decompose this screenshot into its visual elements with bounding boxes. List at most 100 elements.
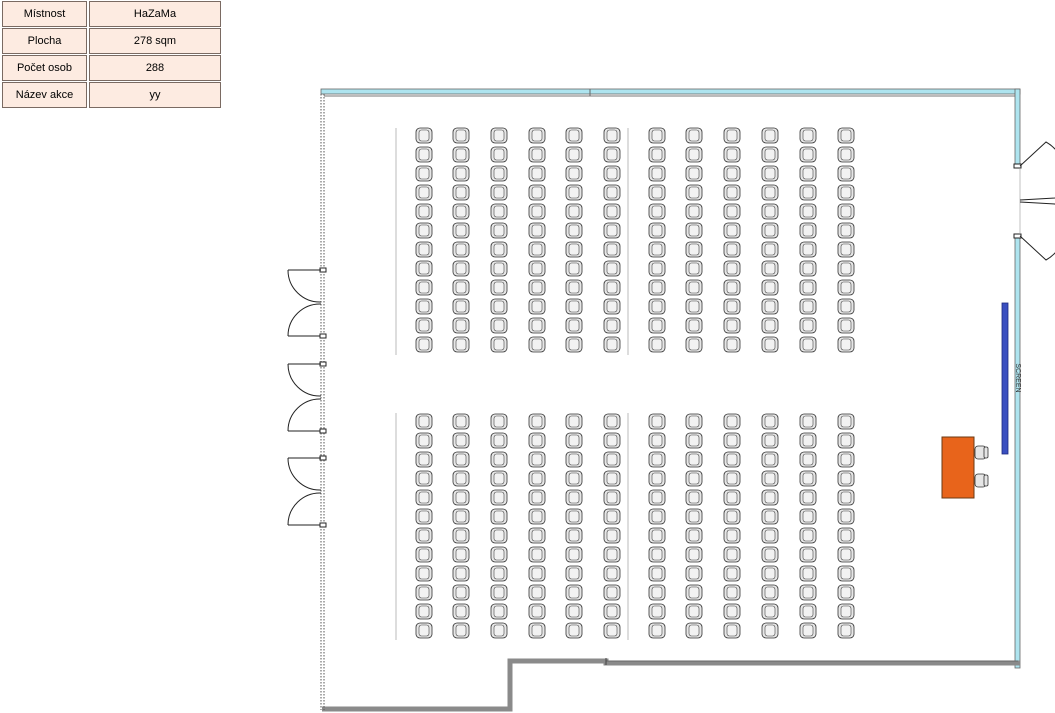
seat <box>761 203 779 220</box>
seat <box>528 565 546 582</box>
seat <box>723 546 741 563</box>
seat <box>490 432 508 449</box>
seat <box>452 622 470 639</box>
seat <box>685 603 703 620</box>
seat <box>415 470 433 487</box>
seat <box>761 184 779 201</box>
seat <box>603 184 621 201</box>
seat <box>565 432 583 449</box>
seat <box>799 146 817 163</box>
seat <box>603 260 621 277</box>
seat <box>528 508 546 525</box>
bottom-wall <box>322 658 1020 712</box>
seat <box>490 184 508 201</box>
seat <box>565 622 583 639</box>
seat <box>565 527 583 544</box>
seat <box>685 279 703 296</box>
seat <box>761 336 779 353</box>
seat <box>565 317 583 334</box>
seat <box>723 451 741 468</box>
seat <box>685 298 703 315</box>
seat <box>603 298 621 315</box>
seat <box>799 527 817 544</box>
seat <box>490 622 508 639</box>
seat <box>415 317 433 334</box>
seat <box>799 603 817 620</box>
seat <box>528 317 546 334</box>
seat <box>685 413 703 430</box>
seat <box>723 336 741 353</box>
seat <box>565 336 583 353</box>
info-value: 288 <box>89 55 221 81</box>
seat <box>648 603 666 620</box>
event-info-table: Místnost HaZaMa Plocha 278 sqm Počet oso… <box>0 0 223 109</box>
seat <box>565 489 583 506</box>
info-label: Místnost <box>2 1 87 27</box>
seat <box>415 298 433 315</box>
seat <box>648 527 666 544</box>
seat <box>837 451 855 468</box>
seat <box>603 432 621 449</box>
seat <box>452 146 470 163</box>
seat <box>761 603 779 620</box>
seat <box>837 489 855 506</box>
seat <box>415 336 433 353</box>
seat <box>761 432 779 449</box>
info-value: HaZaMa <box>89 1 221 27</box>
seat <box>799 565 817 582</box>
seat <box>723 317 741 334</box>
seat <box>565 584 583 601</box>
seat <box>837 546 855 563</box>
info-row-capacity: Počet osob 288 <box>2 55 221 81</box>
seat <box>761 546 779 563</box>
seat <box>799 489 817 506</box>
seat <box>799 584 817 601</box>
info-row-area: Plocha 278 sqm <box>2 28 221 54</box>
seat <box>415 603 433 620</box>
seat <box>603 603 621 620</box>
seat <box>761 451 779 468</box>
seat <box>799 451 817 468</box>
seat <box>452 336 470 353</box>
seat <box>603 127 621 144</box>
seat <box>528 546 546 563</box>
seat <box>799 260 817 277</box>
seat <box>490 336 508 353</box>
left-door-3 <box>287 455 327 528</box>
seat <box>837 622 855 639</box>
info-label: Počet osob <box>2 55 87 81</box>
seat <box>565 127 583 144</box>
speaker-chair <box>974 445 989 488</box>
seat <box>648 298 666 315</box>
seat <box>603 413 621 430</box>
seat <box>415 241 433 258</box>
seat <box>490 165 508 182</box>
seat <box>528 622 546 639</box>
seat <box>723 203 741 220</box>
seat <box>415 127 433 144</box>
seat <box>648 165 666 182</box>
info-row-room: Místnost HaZaMa <box>2 1 221 27</box>
seat <box>723 470 741 487</box>
seat <box>452 508 470 525</box>
seating-area <box>415 127 855 639</box>
seat <box>685 317 703 334</box>
seat <box>452 603 470 620</box>
seat <box>761 508 779 525</box>
info-value: 278 sqm <box>89 28 221 54</box>
seat <box>799 127 817 144</box>
seat <box>415 184 433 201</box>
seat <box>528 279 546 296</box>
info-row-event-name: Název akce yy <box>2 82 221 108</box>
seat <box>528 432 546 449</box>
seat <box>837 146 855 163</box>
seat <box>799 317 817 334</box>
seat <box>415 165 433 182</box>
seat <box>761 222 779 239</box>
seat <box>490 241 508 258</box>
seat <box>799 336 817 353</box>
seat <box>685 260 703 277</box>
seat <box>648 241 666 258</box>
seat <box>490 584 508 601</box>
top-wall <box>320 88 1021 97</box>
